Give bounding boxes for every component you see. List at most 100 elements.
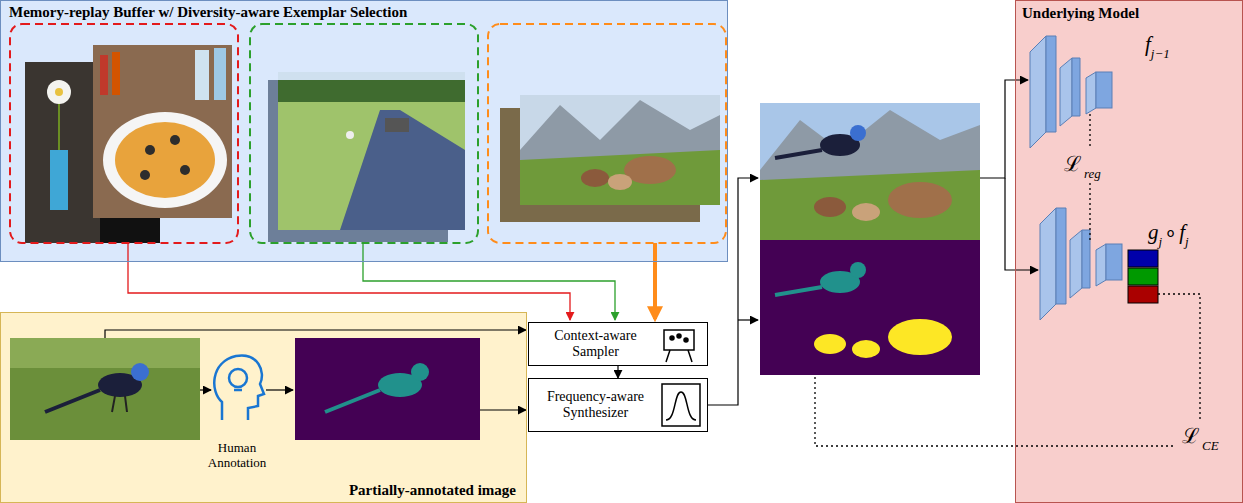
exemplar-group-red <box>10 24 238 243</box>
flow-arrow <box>200 389 211 390</box>
selection-line <box>128 243 655 320</box>
exemplar-group-red <box>10 24 238 243</box>
flow-arrow <box>738 319 758 320</box>
node-text: Partially-annotated image <box>349 482 516 499</box>
exemplar-group-red <box>50 150 68 210</box>
node-text: Frequency-aware Synthesizer <box>533 389 658 421</box>
mask-image <box>411 363 429 381</box>
composite-image <box>852 203 880 221</box>
selection-line <box>363 243 615 320</box>
loss-label-part: ℒ <box>1064 152 1082 176</box>
composite-image <box>760 103 980 240</box>
exemplar-group-red <box>55 88 63 96</box>
exemplar-group-green <box>250 24 478 243</box>
sampler-icon <box>670 336 674 340</box>
flow-arrow <box>708 178 758 405</box>
loss-line <box>815 377 1174 446</box>
bird-photo <box>112 396 115 412</box>
connector <box>617 366 618 378</box>
composite-image <box>760 103 980 240</box>
composite-image <box>850 125 866 141</box>
sampler-icon <box>677 334 681 338</box>
exemplar-group-red <box>180 165 190 175</box>
composite-mask <box>814 334 846 354</box>
gaussian-icon <box>662 384 700 426</box>
panel: Partially-annotated image <box>0 312 527 503</box>
exemplar-group-red <box>170 135 180 145</box>
bird-photo <box>125 396 127 412</box>
network <box>1128 250 1158 267</box>
sampler-icon <box>664 330 694 350</box>
composite-mask <box>888 319 952 355</box>
exemplar-group-red <box>115 122 215 198</box>
process-box: Frequency-aware Synthesizer <box>528 378 708 432</box>
function-label-part: f <box>1145 32 1151 56</box>
bird-photo <box>131 363 149 381</box>
bird-photo <box>10 338 200 440</box>
flow-arrow <box>480 409 526 410</box>
function-label: fj−1 <box>1145 32 1170 56</box>
exemplar-group-green <box>278 72 465 102</box>
composite-mask <box>852 340 880 358</box>
exemplar-group-orange <box>520 150 720 205</box>
exemplar-group-green <box>278 72 465 230</box>
mask-image <box>295 338 480 440</box>
exemplar-group-orange <box>488 24 726 243</box>
selection-line <box>653 243 657 319</box>
exemplar-group-orange <box>624 156 676 184</box>
icon-caption: Human Annotation <box>202 440 272 471</box>
exemplar-group-red <box>58 100 60 150</box>
loss-label: ℒCE <box>1180 424 1219 448</box>
function-label-part: g <box>1148 220 1159 244</box>
loss-label: ℒreg <box>1062 152 1101 176</box>
flow-arrow <box>105 80 1038 410</box>
loss-line <box>1089 183 1090 242</box>
exemplar-group-green <box>250 24 478 243</box>
bird-photo <box>10 338 200 440</box>
network <box>1128 286 1158 303</box>
flow-arrow <box>1005 178 1038 270</box>
exemplar-group-red <box>103 112 227 208</box>
exemplar-group-red <box>112 52 120 95</box>
exemplar-group-orange <box>520 95 720 205</box>
node-text: Underlying Model <box>1022 5 1236 22</box>
network <box>1128 268 1158 285</box>
exemplar-group-green <box>385 118 409 132</box>
mask-image <box>295 338 480 440</box>
loss-line <box>815 114 1200 446</box>
loss-label-part: ℒ <box>1182 424 1200 448</box>
loss-line <box>1158 294 1200 420</box>
gaussian-icon <box>662 384 700 426</box>
network <box>1030 36 1112 148</box>
composite-image <box>760 170 980 240</box>
function-label-part: ∘ <box>1164 220 1177 244</box>
exemplar-group-orange <box>488 24 726 243</box>
icon-caption-part: Human Annotation <box>202 440 272 470</box>
exemplar-group-orange <box>608 174 632 190</box>
node-text: Memory-replay Buffer w/ Diversity-aware … <box>9 4 719 21</box>
human-icon <box>229 369 247 387</box>
function-label-part: j <box>1185 235 1189 249</box>
panel-fill <box>528 378 708 432</box>
composite-mask <box>850 262 866 278</box>
exemplar-group-red <box>195 50 209 100</box>
human-icon <box>214 355 264 420</box>
panel-fill <box>1015 0 1243 503</box>
panel-fill <box>0 0 728 262</box>
network <box>1040 208 1122 320</box>
flow-arrow <box>266 389 293 390</box>
flow-arrow <box>105 330 526 338</box>
exemplar-group-green <box>346 131 354 139</box>
human-icon <box>234 389 242 392</box>
exemplar-group-green <box>278 80 465 102</box>
exemplar-group-red <box>47 80 71 104</box>
bird-photo <box>45 390 100 412</box>
composite-image <box>814 197 846 217</box>
exemplar-group-red <box>145 145 155 155</box>
loss-label-part: reg <box>1084 167 1101 181</box>
function-label: gj∘fj <box>1148 220 1189 244</box>
sampler-icon <box>664 330 694 362</box>
